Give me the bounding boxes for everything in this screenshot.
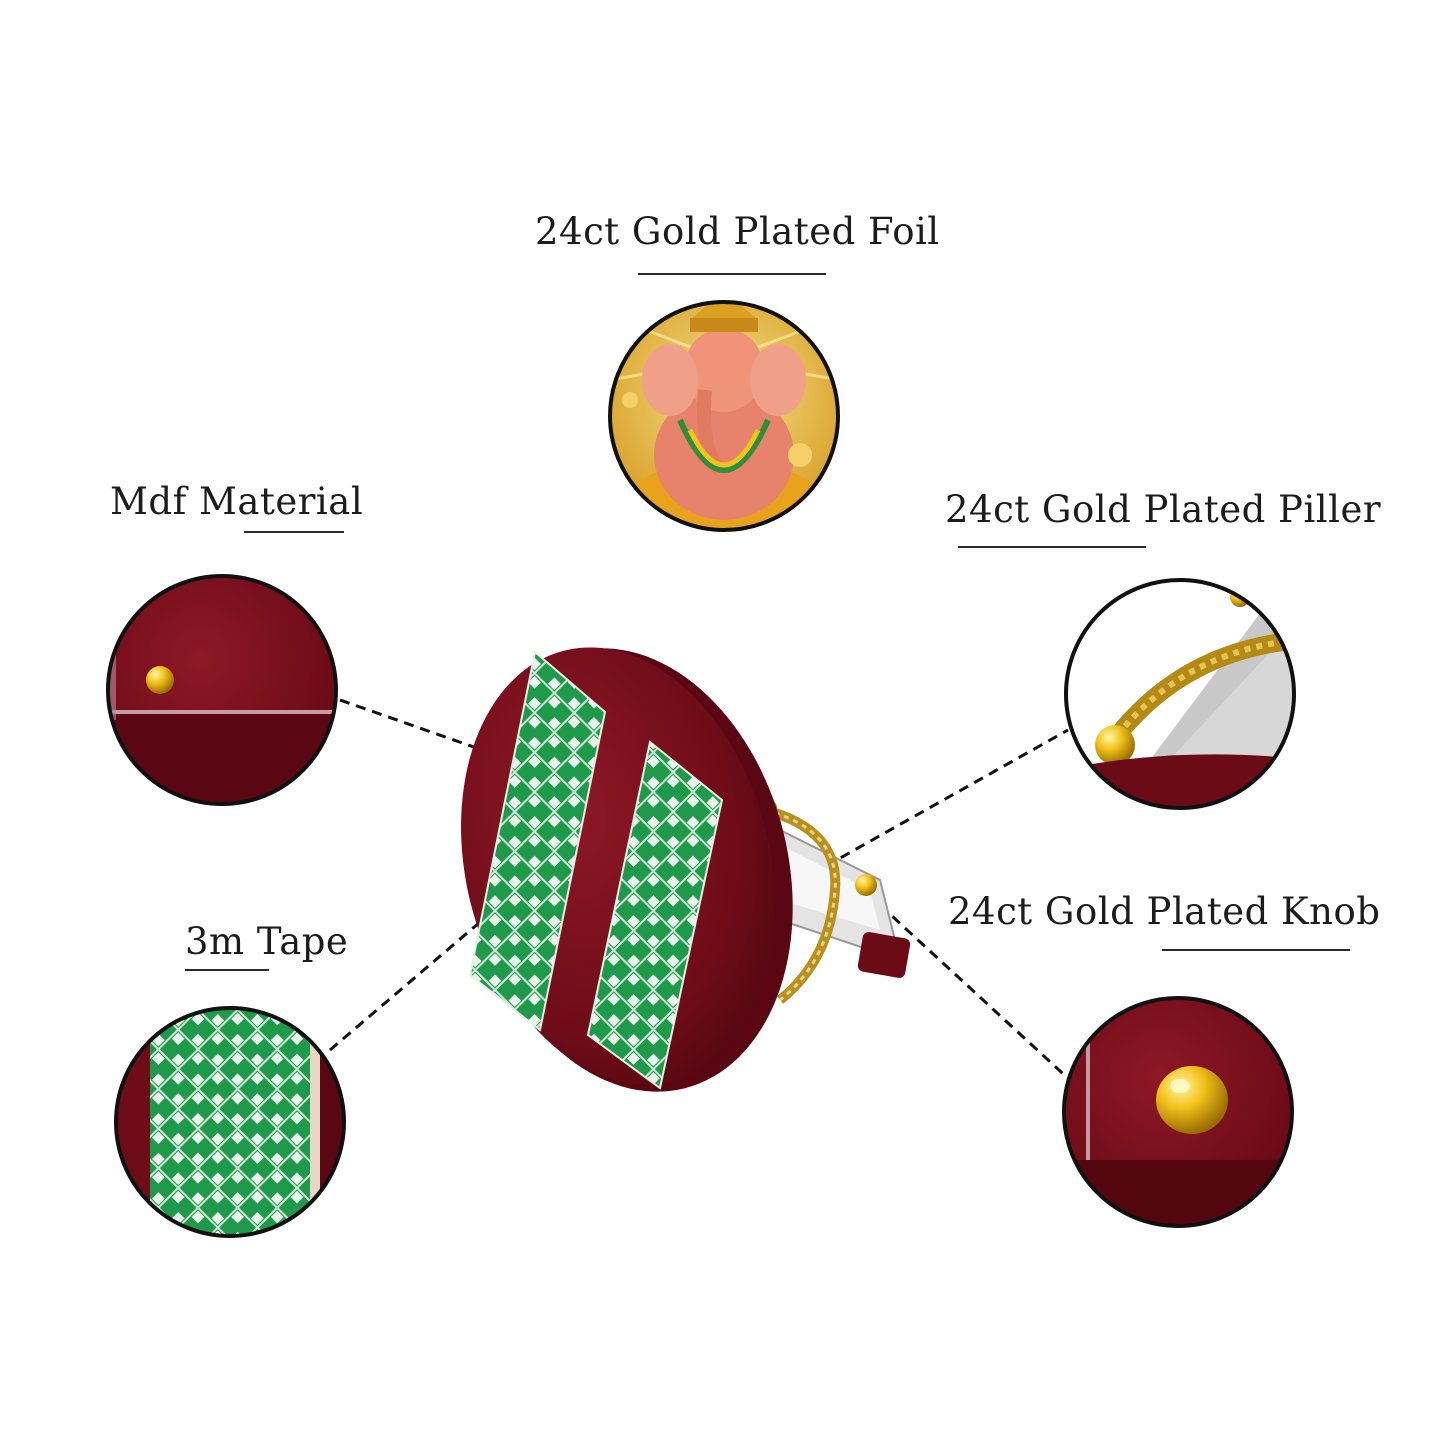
label-gold-knob: 24ct Gold Plated Knob bbox=[948, 890, 1381, 933]
underline-gold-knob bbox=[1162, 949, 1350, 951]
label-mdf-material: Mdf Material bbox=[110, 480, 364, 523]
3m-tape-image bbox=[116, 1008, 344, 1236]
connector-lines bbox=[329, 698, 1074, 1084]
product-back-view bbox=[461, 647, 911, 1092]
label-gold-piller: 24ct Gold Plated Piller bbox=[945, 488, 1382, 531]
ganesha-foil-image bbox=[610, 302, 838, 530]
label-3m-tape: 3m Tape bbox=[185, 920, 349, 963]
underline-3m-tape bbox=[185, 969, 269, 971]
gold-knob-icon bbox=[146, 666, 174, 694]
underline-gold-piller bbox=[958, 546, 1146, 548]
label-gold-foil: 24ct Gold Plated Foil bbox=[535, 210, 940, 253]
underline-mdf-material bbox=[244, 531, 344, 533]
mdf-material-image bbox=[108, 576, 336, 804]
tape-pattern-icon bbox=[150, 1008, 310, 1236]
gold-piller-image bbox=[1066, 580, 1294, 808]
underline-gold-foil bbox=[638, 273, 826, 275]
